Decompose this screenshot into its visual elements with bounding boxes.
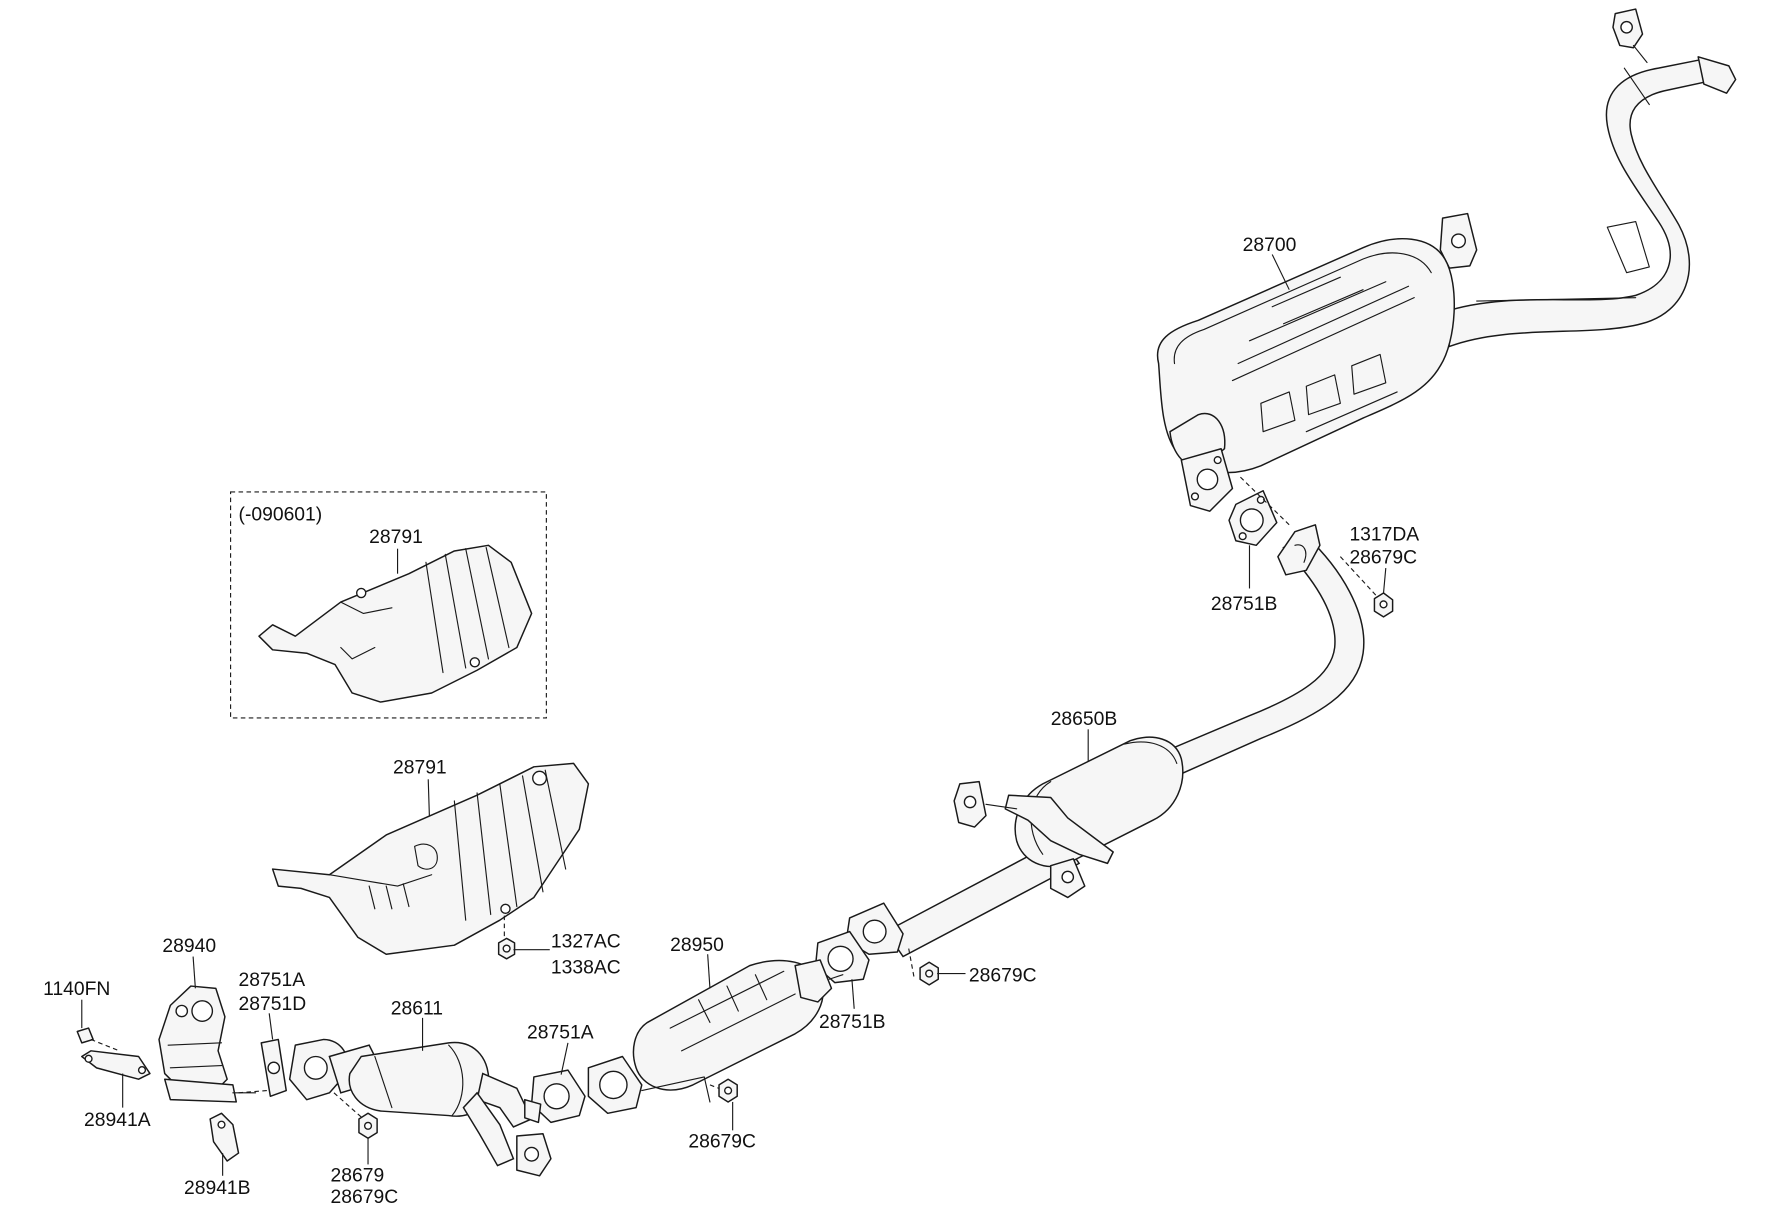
bolt-1140fn: [76, 1027, 120, 1052]
alignment-line-top: [1240, 476, 1290, 526]
label-28650b: 28650B: [1051, 709, 1118, 730]
tail-pipe: [1441, 56, 1737, 348]
rubber-hanger-top: [1612, 8, 1648, 64]
label-1338ac: 1338AC: [551, 958, 621, 979]
part-labels: 28700 28751B 1317DA 28679C 28650B (-0906…: [43, 235, 1419, 1208]
label-28679c-bot: 28679C: [331, 1187, 399, 1208]
center-pipe-front-flange: [845, 902, 904, 955]
alignment-line-nut-mid: [908, 948, 915, 980]
label-28791-variant: 28791: [369, 527, 423, 548]
alignment-line-nut-front: [333, 1092, 364, 1120]
label-28940: 28940: [162, 936, 216, 957]
exhaust-manifold: [158, 985, 257, 1103]
rubber-hanger-muffler: [1432, 212, 1478, 269]
label-28751b-mid: 28751B: [819, 1012, 886, 1033]
label-28679c-top: 28679C: [1349, 547, 1417, 568]
heat-protector-variant: [258, 544, 533, 703]
flange-nut-1317da: [1373, 592, 1394, 618]
gasket-28751a-left: [260, 1038, 287, 1098]
label-28679: 28679: [331, 1165, 385, 1186]
label-28700: 28700: [1243, 235, 1297, 256]
flange-nut-28679: [358, 1112, 378, 1140]
center-pipe: [884, 524, 1365, 958]
alignment-line-nut-cat: [709, 1084, 725, 1092]
label-variant-note: (-090601): [239, 504, 323, 525]
main-muffler: [1156, 237, 1456, 512]
manifold-bracket-28941a: [81, 1050, 151, 1080]
bolt-1327ac: [497, 937, 516, 960]
center-pipe-hanger-brackets: [953, 780, 1114, 899]
label-1317da: 1317DA: [1349, 525, 1419, 546]
label-28611: 28611: [391, 998, 443, 1019]
label-28679c-lower: 28679C: [688, 1131, 756, 1152]
label-28791: 28791: [393, 758, 447, 779]
leader-lines: [81, 254, 1387, 1176]
label-28751a-mid: 28751A: [527, 1022, 594, 1043]
label-28751d: 28751D: [239, 994, 307, 1015]
alignment-line-nut-top: [1339, 556, 1381, 601]
label-1140fn: 1140FN: [43, 979, 110, 1000]
flange-nut-28679c-lower: [718, 1078, 738, 1103]
variant-box: [230, 491, 547, 719]
label-28679c-mid: 28679C: [969, 966, 1037, 987]
catalytic-converter: [587, 959, 844, 1115]
flange-nut-28679c-mid: [919, 961, 939, 986]
label-28941a: 28941A: [84, 1110, 151, 1131]
gasket-28751b-top: [1228, 490, 1278, 547]
label-28751a-left: 28751A: [239, 970, 306, 991]
label-28941b: 28941B: [184, 1178, 251, 1199]
label-28950: 28950: [670, 935, 724, 956]
manifold-bracket-28941b: [209, 1112, 240, 1162]
gasket-28751b-mid: [814, 930, 870, 984]
label-28751b-top: 28751B: [1211, 594, 1278, 615]
front-pipe: [288, 1038, 552, 1177]
label-1327ac: 1327AC: [551, 931, 621, 952]
heat-protector: [271, 762, 590, 955]
